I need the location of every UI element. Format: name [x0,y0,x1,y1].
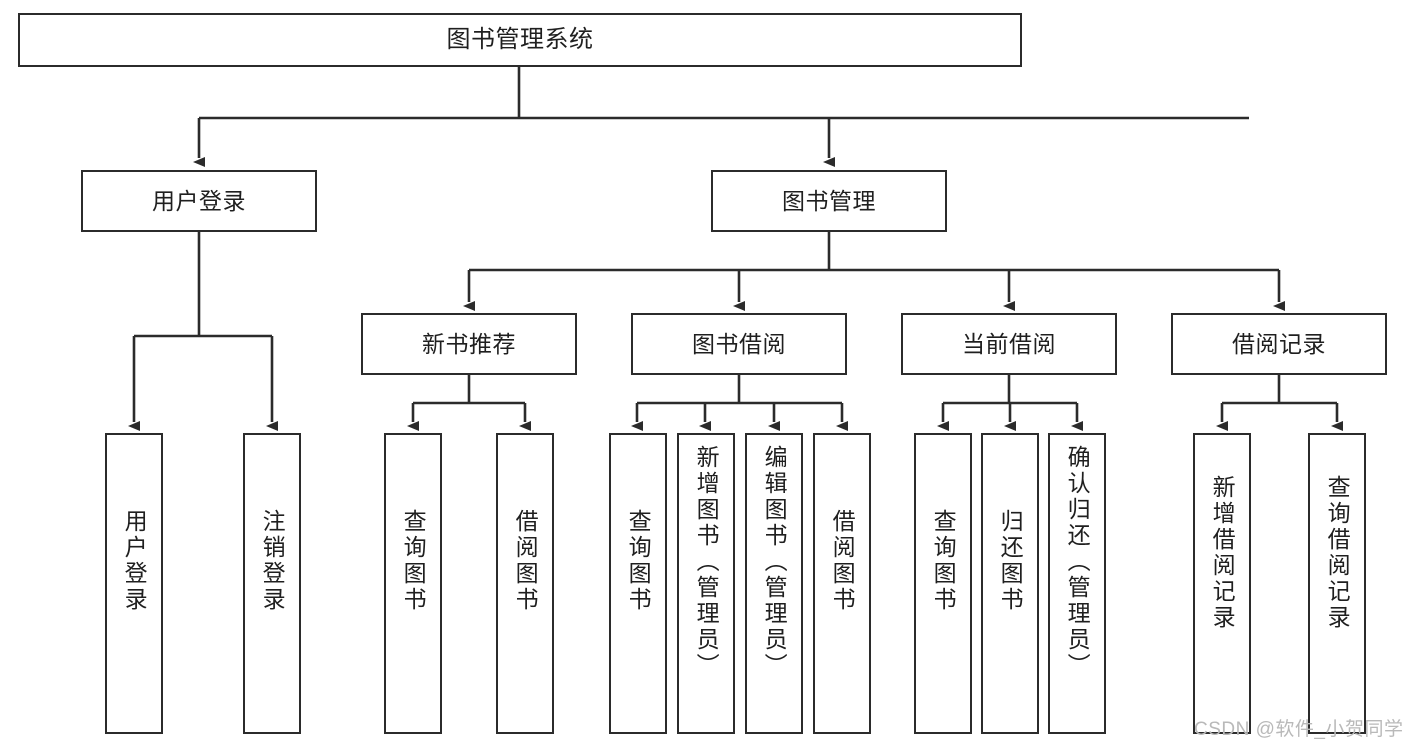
leaf-return-book[interactable]: 归还图书 [981,433,1039,734]
node-current-borrow[interactable]: 当前借阅 [901,313,1117,375]
leaf-add-book[interactable]: 新增图书（管理员） [677,433,735,734]
leaf-edit-book[interactable]: 编辑图书（管理员） [745,433,803,734]
leaf-query-book-3[interactable]: 查询图书 [914,433,972,734]
leaf-user-login-label: 用户登录 [121,509,148,613]
node-book-manage-label: 图书管理 [782,187,876,214]
leaf-query-book-2-label: 查询图书 [625,509,652,613]
node-current-borrow-label: 当前借阅 [962,330,1056,357]
leaf-borrow-book-1-label: 借阅图书 [512,509,539,613]
leaf-user-login[interactable]: 用户登录 [105,433,163,734]
leaf-query-record-label: 查询借阅记录 [1324,475,1351,631]
node-borrow-record[interactable]: 借阅记录 [1171,313,1387,375]
leaf-borrow-book-1[interactable]: 借阅图书 [496,433,554,734]
node-root[interactable]: 图书管理系统 [18,13,1022,67]
node-book-borrow[interactable]: 图书借阅 [631,313,847,375]
leaf-borrow-book-2[interactable]: 借阅图书 [813,433,871,734]
leaf-borrow-book-2-label: 借阅图书 [829,509,856,613]
node-user-login-label: 用户登录 [152,187,246,214]
leaf-add-record-label: 新增借阅记录 [1209,475,1236,631]
node-new-book-recommend[interactable]: 新书推荐 [361,313,577,375]
node-new-book-recommend-label: 新书推荐 [422,330,516,357]
node-root-label: 图书管理系统 [446,26,594,54]
node-book-borrow-label: 图书借阅 [692,330,786,357]
leaf-confirm-return[interactable]: 确认归还（管理员） [1048,433,1106,734]
leaf-query-book-1-label: 查询图书 [400,509,427,613]
leaf-query-record[interactable]: 查询借阅记录 [1308,433,1366,734]
leaf-logout[interactable]: 注销登录 [243,433,301,734]
leaf-query-book-1[interactable]: 查询图书 [384,433,442,734]
leaf-query-book-2[interactable]: 查询图书 [609,433,667,734]
leaf-edit-book-label: 编辑图书（管理员） [761,445,788,679]
watermark: CSDN @软件_小贺同学 [1194,719,1404,740]
node-user-login[interactable]: 用户登录 [81,170,317,232]
leaf-confirm-return-label: 确认归还（管理员） [1064,445,1091,679]
leaf-add-record[interactable]: 新增借阅记录 [1193,433,1251,734]
leaf-query-book-3-label: 查询图书 [930,509,957,613]
leaf-logout-label: 注销登录 [259,509,286,613]
node-book-manage[interactable]: 图书管理 [711,170,947,232]
node-borrow-record-label: 借阅记录 [1232,330,1326,357]
leaf-return-book-label: 归还图书 [997,509,1024,613]
leaf-add-book-label: 新增图书（管理员） [693,445,720,679]
